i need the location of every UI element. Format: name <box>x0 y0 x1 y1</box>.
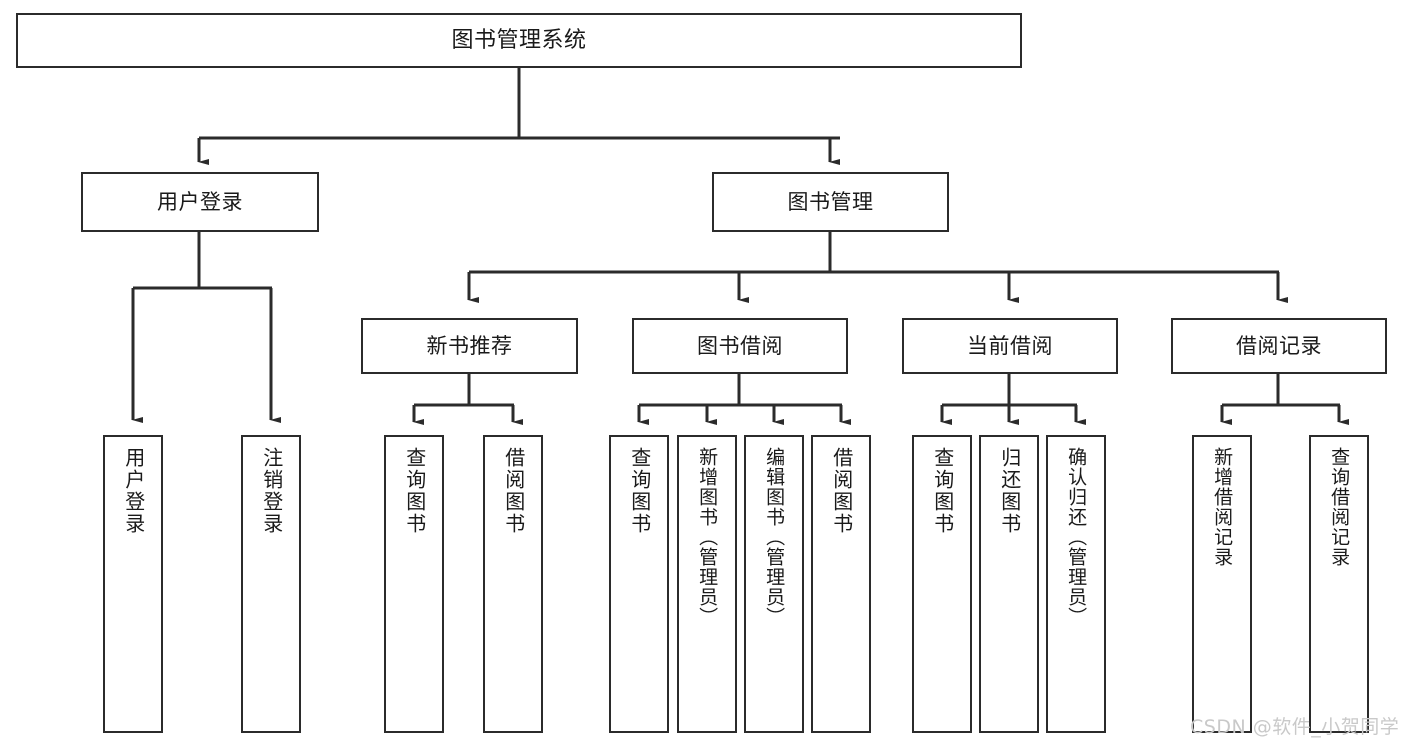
node-label: 借阅记录 <box>1236 333 1322 358</box>
node-label: 归还图书 <box>997 447 1022 535</box>
node-book-borrow[interactable]: 图书借阅 <box>632 318 848 374</box>
node-label: 新增图书（管理员） <box>696 447 719 627</box>
leaf-current-borrow-confirm-return-admin[interactable]: 确认归还（管理员） <box>1046 435 1106 733</box>
node-new-book-recommendation[interactable]: 新书推荐 <box>361 318 578 374</box>
node-label: 用户登录 <box>157 189 243 214</box>
node-label: 查询借阅记录 <box>1328 447 1351 567</box>
node-book-management[interactable]: 图书管理 <box>712 172 949 232</box>
leaf-logout-login[interactable]: 注销登录 <box>241 435 301 733</box>
node-label: 借阅图书 <box>829 447 854 535</box>
leaf-current-borrow-return-book[interactable]: 归还图书 <box>979 435 1039 733</box>
node-label: 新增借阅记录 <box>1211 447 1234 567</box>
leaf-borrow-record-add-record[interactable]: 新增借阅记录 <box>1192 435 1252 733</box>
node-label: 查询图书 <box>930 447 955 535</box>
csdn-watermark: CSDN @软件_小贺同学 <box>1190 716 1400 738</box>
node-label: 图书管理 <box>787 189 874 214</box>
leaf-book-borrow-query-book[interactable]: 查询图书 <box>609 435 669 733</box>
leaf-new-book-query-book[interactable]: 查询图书 <box>384 435 444 733</box>
leaf-borrow-record-query-record[interactable]: 查询借阅记录 <box>1309 435 1369 733</box>
node-label: 当前借阅 <box>967 333 1053 358</box>
leaf-current-borrow-query-book[interactable]: 查询图书 <box>912 435 972 733</box>
node-label: 查询图书 <box>402 447 427 535</box>
node-root-library-management-system[interactable]: 图书管理系统 <box>16 13 1022 68</box>
node-label: 编辑图书（管理员） <box>763 447 786 627</box>
leaf-new-book-borrow-book[interactable]: 借阅图书 <box>483 435 543 733</box>
leaf-book-borrow-add-book-admin[interactable]: 新增图书（管理员） <box>677 435 737 733</box>
leaf-book-borrow-edit-book-admin[interactable]: 编辑图书（管理员） <box>744 435 804 733</box>
node-user-login[interactable]: 用户登录 <box>81 172 319 232</box>
node-label: 确认归还（管理员） <box>1065 447 1088 627</box>
node-label: 新书推荐 <box>426 333 513 358</box>
node-borrow-record[interactable]: 借阅记录 <box>1171 318 1387 374</box>
node-label: 注销登录 <box>259 447 284 535</box>
node-label: 借阅图书 <box>501 447 526 535</box>
leaf-user-login[interactable]: 用户登录 <box>103 435 163 733</box>
node-label: 图书借阅 <box>697 333 783 358</box>
node-label: 查询图书 <box>627 447 652 535</box>
leaf-book-borrow-borrow-book[interactable]: 借阅图书 <box>811 435 871 733</box>
node-label: 图书管理系统 <box>451 27 587 53</box>
node-label: 用户登录 <box>121 447 146 535</box>
node-current-borrow[interactable]: 当前借阅 <box>902 318 1118 374</box>
